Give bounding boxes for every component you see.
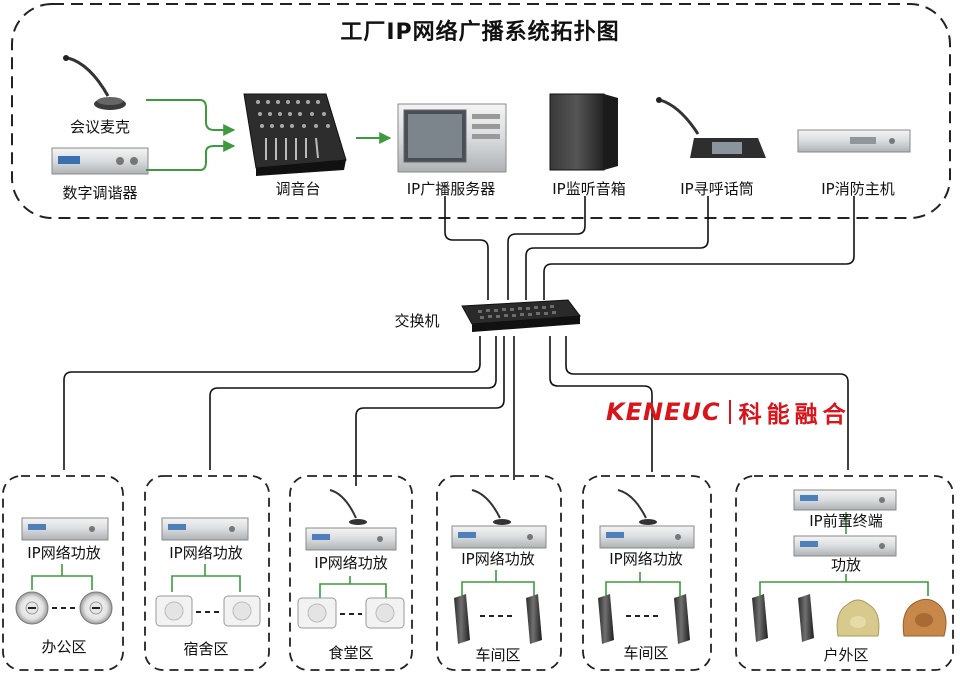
front-terminal-icon <box>793 489 897 511</box>
conference-mic-label: 会议麦克 <box>69 118 131 136</box>
mixer-icon <box>243 93 347 176</box>
amp-label-canteen: IP网络功放 <box>314 554 388 572</box>
amp-label-dormitory: IP网络功放 <box>169 544 243 562</box>
rock-speaker-icon <box>902 598 947 637</box>
zone-box-canteen <box>289 475 413 671</box>
logo-text-en: KENEUC <box>606 398 721 426</box>
amplifier-icon-workshop-2 <box>599 489 695 549</box>
digital-tuner-label: 数字调谐器 <box>62 184 138 202</box>
zone-box-workshop-1 <box>436 475 562 671</box>
uplink-cables <box>444 196 855 300</box>
conference-mic-icon <box>63 55 126 110</box>
wall-speaker-icon <box>297 597 337 629</box>
brand-logo: KENEUC 科能融合 <box>606 398 851 428</box>
ceiling-speaker-icon <box>79 591 113 625</box>
amplifier-icon-workshop-1 <box>451 489 547 549</box>
monitor-speaker-label: IP监听音箱 <box>552 180 626 198</box>
monitor-speaker-icon <box>549 93 618 171</box>
zone-label-canteen: 食堂区 <box>328 644 374 662</box>
server-label: IP广播服务器 <box>406 180 496 198</box>
control-room-boundary <box>11 3 951 219</box>
wall-speaker-icon <box>365 597 405 629</box>
ceiling-speaker-icon <box>15 591 49 625</box>
arrow-tuner-to-mixer <box>146 140 236 171</box>
fire-host-label: IP消防主机 <box>821 180 895 198</box>
amp-label-office: IP网络功放 <box>27 544 101 562</box>
column-speaker-icon <box>454 594 470 644</box>
column-speaker-icon <box>526 594 542 644</box>
digital-tuner-icon <box>51 147 149 175</box>
amp-label-workshop-2: IP网络功放 <box>609 550 683 568</box>
zone-box-outdoor <box>735 475 954 671</box>
rock-speaker-icon <box>836 599 880 637</box>
zone-label-dormitory: 宿舍区 <box>183 640 229 658</box>
zone-label-workshop-2: 车间区 <box>623 644 669 662</box>
downlink-cables <box>63 336 849 486</box>
amplifier-icon-canteen <box>305 489 397 551</box>
zone-box-workshop-2 <box>582 475 712 671</box>
zone-label-office: 办公区 <box>41 638 87 656</box>
logo-divider <box>728 400 731 424</box>
logo-text-cn: 科能融合 <box>738 402 851 428</box>
paging-mic-icon <box>656 97 766 158</box>
network-switch-icon <box>461 299 581 332</box>
mixer-label: 调音台 <box>275 180 321 198</box>
paging-mic-label: IP寻呼话筒 <box>680 180 754 198</box>
amp-label-workshop-1: IP网络功放 <box>461 550 535 568</box>
column-speaker-icon <box>598 594 614 644</box>
fire-host-icon <box>797 129 911 153</box>
column-speaker-icon <box>752 594 768 642</box>
amp-label-outdoor: 功放 <box>830 556 862 574</box>
wall-speaker-icon <box>155 595 193 627</box>
arrow-mic-to-mixer <box>146 99 236 136</box>
amplifier-icon-dormitory <box>161 517 249 541</box>
speaker-wiring <box>31 512 929 598</box>
front-terminal-label: IP前置终端 <box>809 512 883 530</box>
zone-box-dormitory <box>144 475 270 671</box>
column-speaker-icon <box>798 594 814 642</box>
column-speaker-icon <box>674 594 690 644</box>
switch-label: 交换机 <box>394 312 440 330</box>
amplifier-icon-office <box>21 517 109 541</box>
broadcast-server-icon <box>397 103 507 173</box>
wall-speaker-icon <box>223 595 261 627</box>
amplifier-icon-outdoor <box>793 535 897 557</box>
zone-label-workshop-1: 车间区 <box>475 646 521 664</box>
diagram-title: 工厂IP网络广播系统拓扑图 <box>340 20 620 45</box>
zone-label-outdoor: 户外区 <box>823 646 869 664</box>
